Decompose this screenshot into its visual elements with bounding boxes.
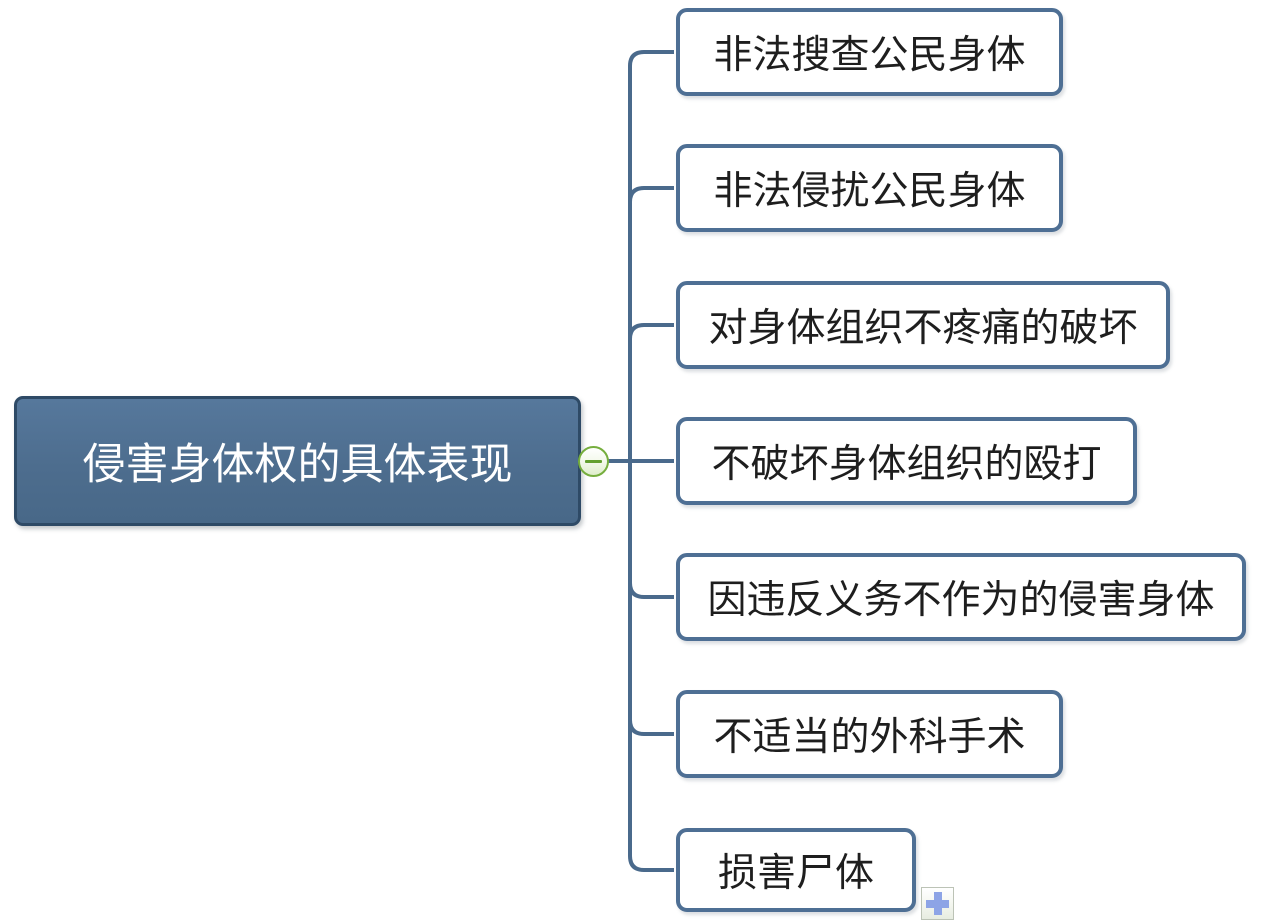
- minus-icon: [585, 460, 602, 463]
- connector-trunk: [628, 50, 674, 872]
- branch-label: 不适当的外科手术: [713, 716, 1026, 759]
- branch-label: 损害尸体: [717, 852, 874, 895]
- connector-branch-2: [628, 186, 674, 203]
- branch-label: 非法侵扰公民身体: [713, 170, 1026, 213]
- connector-branch-5: [628, 582, 674, 599]
- connector-branch-6: [628, 719, 674, 736]
- branch-label: 因违反义务不作为的侵害身体: [707, 579, 1215, 622]
- branch-node-3[interactable]: 对身体组织不疼痛的破坏: [676, 281, 1170, 369]
- branch-label: 非法搜查公民身体: [713, 34, 1026, 77]
- branch-node-2[interactable]: 非法侵扰公民身体: [676, 144, 1063, 232]
- root-topic-node[interactable]: 侵害身体权的具体表现: [14, 396, 581, 526]
- branch-node-6[interactable]: 不适当的外科手术: [676, 690, 1063, 778]
- collapse-button[interactable]: [578, 446, 609, 477]
- branch-label: 不破坏身体组织的殴打: [711, 443, 1102, 486]
- branch-node-7[interactable]: 损害尸体: [676, 828, 916, 912]
- root-topic-label: 侵害身体权的具体表现: [82, 441, 513, 489]
- branch-node-5[interactable]: 因违反义务不作为的侵害身体: [676, 553, 1246, 641]
- add-topic-button[interactable]: [921, 887, 954, 920]
- branch-label: 对身体组织不疼痛的破坏: [708, 307, 1138, 350]
- connector-branch-3: [628, 323, 674, 340]
- branch-node-4[interactable]: 不破坏身体组织的殴打: [676, 417, 1137, 505]
- branch-node-1[interactable]: 非法搜查公民身体: [676, 8, 1063, 96]
- plus-icon: [922, 888, 953, 919]
